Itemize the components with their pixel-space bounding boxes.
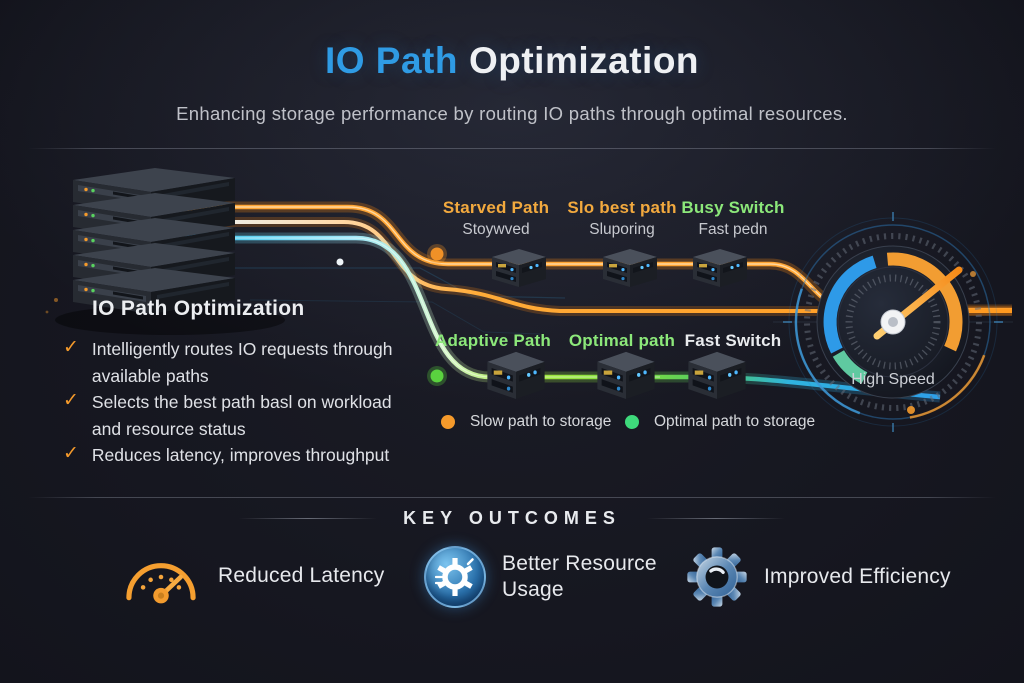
gear-icon xyxy=(687,547,747,607)
outcome-label: Reduced Latency xyxy=(218,564,385,588)
legend-dot-green-icon xyxy=(625,415,639,429)
circuit-trace xyxy=(249,299,541,335)
bullet-text: Selects the best path basl on workload a… xyxy=(91,392,392,439)
path-label-subtitle: Sluporing xyxy=(589,221,655,238)
circuit-trace xyxy=(230,267,566,299)
bullet-text: Intelligently routes IO requests through… xyxy=(91,339,393,386)
page-subtitle: Enhancing storage performance by routing… xyxy=(176,103,848,124)
check-icon: ✓ xyxy=(63,390,79,411)
info-bullet: ✓ Reduces latency, improves throughput xyxy=(63,442,408,469)
title-rest: Optimization xyxy=(468,40,700,81)
switch-row-top xyxy=(492,249,747,287)
speedometer-icon xyxy=(126,563,196,604)
path-label-subtitle: Fast pedn xyxy=(698,221,768,238)
path-label-title: Adaptive Path xyxy=(435,331,551,350)
outcome-label: Better Resource Usage xyxy=(502,552,657,601)
key-outcomes-header: KEY OUTCOMES xyxy=(0,508,1024,529)
legend-item-optimal: Optimal path to storage xyxy=(624,413,815,431)
path-label-busy-switch: Busy Switch Fast pedn xyxy=(681,198,784,239)
path-label-subtitle: Stoywved xyxy=(462,221,530,238)
path-label-optimal: Optimal path xyxy=(569,331,675,351)
path-label-title: Optimal path xyxy=(568,331,676,350)
bottom-divider xyxy=(28,497,996,498)
outcome-reduced-latency: Reduced Latency xyxy=(120,546,384,606)
header-rule-right xyxy=(646,518,785,519)
io-path-beam xyxy=(190,217,1012,316)
path-label-title: Busy Switch xyxy=(681,198,785,217)
header-rule-left xyxy=(239,518,378,519)
path-label-title: Starved Path xyxy=(442,198,550,217)
path-label-starved: Starved Path Stoywved xyxy=(443,198,549,239)
info-bullet: ✓ Selects the best path basl on workload… xyxy=(63,389,408,442)
gauge-blue-arc xyxy=(823,255,877,354)
check-icon: ✓ xyxy=(63,443,79,464)
title-highlight: IO Path xyxy=(324,40,458,81)
gauge-label: High Speed xyxy=(851,371,935,388)
server-stack-icon xyxy=(73,168,235,314)
info-panel-heading: IO Path Optimization xyxy=(92,297,305,320)
legend-item-slow: Slow path to storage xyxy=(440,413,611,431)
legend-label: Optimal path to storage xyxy=(654,413,816,430)
check-icon: ✓ xyxy=(63,337,79,358)
gauge-teal-arc xyxy=(832,350,868,384)
outcome-improved-efficiency: Improved Efficiency xyxy=(686,546,951,608)
outcome-resource-usage: Better Resource Usage xyxy=(424,546,682,608)
top-divider xyxy=(28,148,996,149)
speed-gauge: High Speed xyxy=(773,212,1013,432)
info-bullet: ✓ Intelligently routes IO requests throu… xyxy=(63,336,408,389)
path-label-adaptive: Adaptive Path xyxy=(435,331,551,351)
key-outcomes-title: KEY OUTCOMES xyxy=(403,508,621,528)
resource-gear-icon xyxy=(424,546,486,608)
path-label-slow-best: Slo best path Sluporing xyxy=(567,198,676,239)
legend-label: Slow path to storage xyxy=(470,413,612,430)
path-label-title: Slo best path xyxy=(567,198,677,217)
path-label-title: Fast Switch xyxy=(684,331,782,350)
outcome-label: Improved Efficiency xyxy=(764,565,951,589)
bullet-text: Reduces latency, improves throughput xyxy=(91,445,390,465)
path-label-fast-switch: Fast Switch xyxy=(685,331,782,351)
server-shadow xyxy=(55,305,285,335)
legend-dot-orange-icon xyxy=(441,415,455,429)
switch-row-bottom xyxy=(487,351,746,400)
